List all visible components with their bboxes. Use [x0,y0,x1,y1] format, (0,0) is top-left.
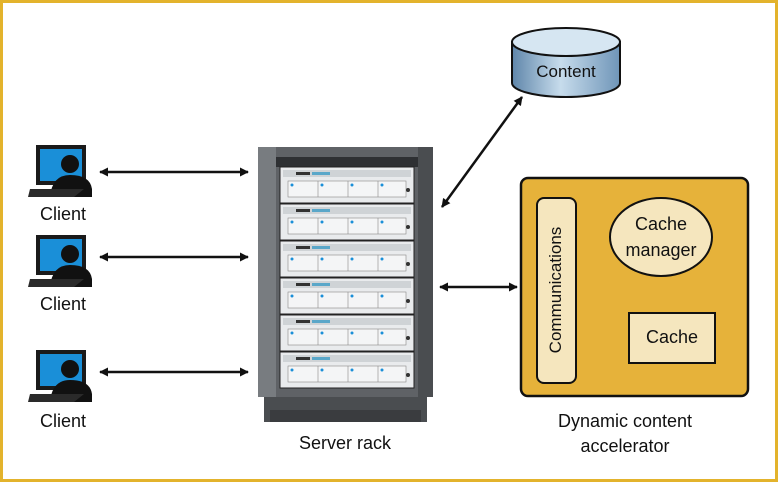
communications-label: Communications [546,226,565,354]
cache-label: Cache [645,327,699,347]
client-computer-icon [28,235,92,287]
cache-manager-line1: Cache [634,214,688,234]
server-rack-icon [258,147,433,422]
cache-manager-label: Cache manager [610,211,712,263]
content-label: Content [536,62,596,81]
cache-manager-line2: manager [625,240,697,260]
server-unit [279,166,415,204]
server-rack-label: Server rack [298,433,392,453]
client-computer-icon [28,350,92,402]
client-label: Client [39,204,87,224]
client-label: Client [39,294,87,314]
accelerator-label: Dynamic content accelerator [525,409,725,459]
client-computer-icon [28,145,92,197]
accelerator-label-line2: accelerator [580,436,670,456]
client-label: Client [39,411,87,431]
server-content-arrow [440,96,524,208]
accelerator-box [519,176,750,398]
accelerator-label-line1: Dynamic content [557,411,693,431]
content-database-icon [511,27,621,98]
